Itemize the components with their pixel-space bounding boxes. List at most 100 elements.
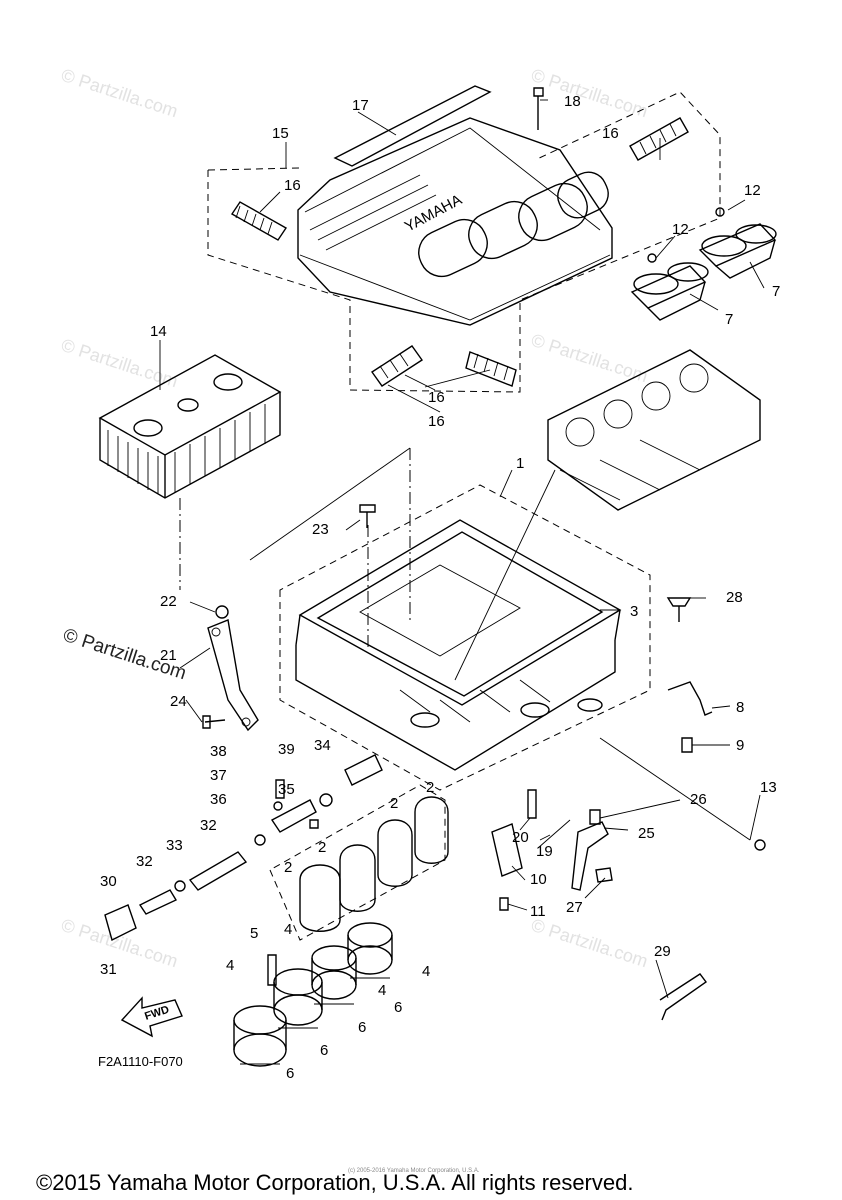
callout-6: 6: [358, 1019, 366, 1036]
hose-fittings: [104, 754, 383, 942]
callout-12: 12: [672, 221, 689, 238]
callout-16: 16: [602, 125, 619, 142]
watermark: © Partzilla.com: [59, 915, 181, 972]
cover-intake-3: [518, 182, 588, 242]
joint-2-c: [377, 819, 413, 887]
callout-7: 7: [725, 311, 733, 328]
throttle-body: [547, 349, 761, 511]
fine-print: (c) 2005-2016 Yamaha Motor Corporation, …: [348, 1168, 480, 1174]
bolt-38: [275, 779, 285, 799]
copyright-notice: ©2015 Yamaha Motor Corporation, U.S.A. A…: [36, 1170, 633, 1195]
callout-labels: 1 2 2 2 2 3 4 4 4 4 5 6 6 6 6 7 7 8 9 10…: [100, 93, 780, 1082]
screw-5: [267, 954, 277, 986]
forward-arrow: FWD: [120, 996, 183, 1038]
bolt-27: [595, 867, 613, 883]
right-hardware: [491, 681, 766, 1021]
cover-intake-1: [418, 218, 488, 278]
callout-4: 4: [226, 957, 234, 974]
clip-32-a: [174, 880, 186, 892]
callout-2: 2: [318, 839, 326, 856]
cover-intake-2: [468, 200, 538, 260]
watermark: © Partzilla.com: [529, 915, 651, 972]
callout-3: 3: [630, 603, 638, 620]
callout-2: 2: [390, 795, 398, 812]
screw-28: [666, 597, 692, 622]
case-rim: [298, 519, 622, 706]
bracket-36: [270, 799, 317, 833]
air-cleaner-cover: [297, 117, 613, 326]
callout-33: 33: [166, 837, 183, 854]
cover-intake-4: [557, 171, 609, 219]
callout-20: 20: [512, 829, 529, 846]
callout-27: 27: [566, 899, 583, 916]
watermark: © Partzilla.com: [59, 335, 181, 392]
callout-13: 13: [760, 779, 777, 796]
callout-6: 6: [320, 1042, 328, 1059]
callout-26: 26: [690, 791, 707, 808]
callout-6: 6: [394, 999, 402, 1016]
group-outline-1: [279, 484, 651, 791]
watermark: © Partzilla.com: [529, 65, 651, 122]
joint-2-d: [414, 796, 449, 864]
bolt-24: [202, 715, 226, 729]
duct-4-c: [311, 970, 357, 1000]
joint-2-b: [339, 844, 376, 912]
spring-16-d: [465, 351, 517, 387]
callout-5: 5: [250, 925, 258, 942]
callout-22: 22: [160, 593, 177, 610]
callout-39: 39: [278, 741, 295, 758]
callout-36: 36: [210, 791, 227, 808]
callout-38: 38: [210, 743, 227, 760]
washer-37: [273, 801, 283, 811]
cover-brand: YAMAHA: [402, 191, 465, 235]
callout-4: 4: [378, 982, 386, 999]
rod-19: [537, 819, 571, 849]
callout-1: 1: [516, 455, 524, 472]
callout-37: 37: [210, 767, 227, 784]
callout-16: 16: [428, 389, 445, 406]
callout-11: 11: [530, 903, 546, 920]
cable-13: [599, 737, 751, 841]
bracket-21: [207, 619, 259, 732]
group-outline-15: [207, 91, 721, 393]
callout-4: 4: [422, 963, 430, 980]
watermark: © Partzilla.com: [59, 65, 181, 122]
grommet-35: [319, 793, 333, 807]
duct-4-a: [233, 1033, 287, 1067]
sensor-34: [344, 754, 383, 786]
callout-24: 24: [170, 693, 187, 710]
callout-14: 14: [150, 323, 167, 340]
bolt-9: [681, 737, 693, 753]
screw-12-b: [715, 207, 725, 217]
callout-32: 32: [200, 817, 217, 834]
bracket-10: [491, 823, 523, 877]
intake-joint-set: [269, 784, 449, 941]
callout-32: 32: [136, 853, 153, 870]
bracket-31: [104, 904, 137, 942]
callout-28: 28: [726, 589, 743, 606]
callout-17: 17: [352, 97, 369, 114]
screw-12-a: [647, 253, 657, 263]
callout-2: 2: [426, 779, 434, 796]
cable-tie-29: [659, 973, 707, 1021]
clip-32-b: [254, 834, 266, 846]
screw-20: [527, 789, 537, 819]
fitting-30: [138, 889, 177, 915]
pipe-33: [188, 851, 248, 891]
callout-6: 6: [286, 1065, 294, 1082]
intake-funnel-7-b: [698, 223, 777, 279]
callout-18: 18: [564, 93, 581, 110]
callout-10: 10: [530, 871, 547, 888]
callout-9: 9: [736, 737, 744, 754]
callout-16: 16: [428, 413, 445, 430]
screw-26: [589, 809, 601, 825]
screw-11: [499, 897, 509, 911]
callout-19: 19: [536, 843, 553, 860]
callout-12: 12: [744, 182, 761, 199]
callout-15: 15: [272, 125, 289, 142]
bracket-25: [571, 821, 609, 891]
intake-funnel-7-a: [630, 262, 709, 321]
callout-4: 4: [284, 921, 292, 938]
callout-7: 7: [772, 283, 780, 300]
